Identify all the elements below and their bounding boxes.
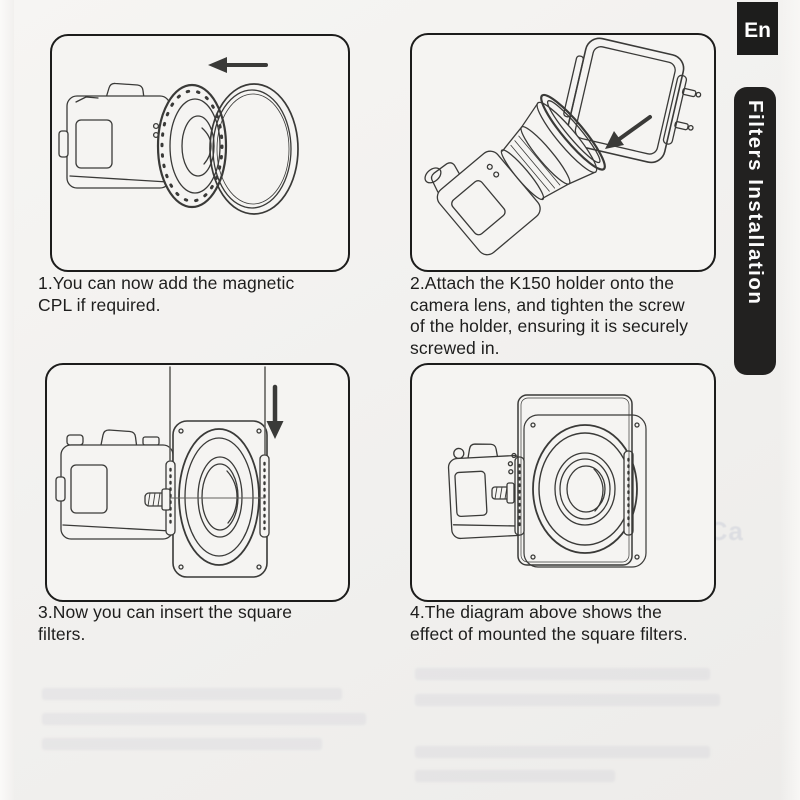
magnetic-cpl-ring xyxy=(209,83,299,215)
step3-illustration xyxy=(55,366,284,578)
step3-panel xyxy=(45,363,350,602)
arrow-down-left-icon xyxy=(605,115,652,149)
ghost-bleedthrough-line xyxy=(415,668,710,680)
square-filter-edges xyxy=(169,366,266,499)
step3-caption: 3.Now you can insert the square filters. xyxy=(38,602,293,644)
step4-caption: 4.The diagram above shows the effect of … xyxy=(410,602,688,644)
ghost-bleedthrough-line xyxy=(42,738,322,750)
filter-holder xyxy=(491,414,647,568)
ghost-bleedthrough-line xyxy=(415,694,720,706)
step2-illustration xyxy=(424,37,702,256)
section-tab-filters-installation: Filters Installation xyxy=(734,87,776,375)
camera xyxy=(424,93,606,256)
page-edge-shading-right xyxy=(780,0,800,800)
step4-illustration xyxy=(447,394,647,568)
arrow-left-icon xyxy=(208,57,268,73)
step1-illustration xyxy=(58,57,299,215)
page-edge-shading xyxy=(0,0,14,800)
language-badge: En xyxy=(737,2,778,55)
ghost-bleedthrough-line xyxy=(415,770,615,782)
ghost-bleedthrough-line xyxy=(42,688,342,700)
filter-holder xyxy=(144,420,270,578)
step1-caption: 1.You can now add the magnetic CPL if re… xyxy=(38,273,295,315)
ghost-bleedthrough-line xyxy=(42,713,366,725)
ghost-bleedthrough-line xyxy=(415,746,710,758)
camera xyxy=(58,82,171,189)
k150-holder-frame xyxy=(563,37,702,164)
step1-panel xyxy=(50,34,350,272)
step2-panel xyxy=(410,33,716,272)
adapter-ring xyxy=(156,83,228,209)
step2-caption: 2.Attach the K150 holder onto the camera… xyxy=(410,273,689,359)
arrow-down-icon xyxy=(266,384,284,439)
step4-panel xyxy=(410,363,716,602)
mounted-square-filter xyxy=(517,394,633,566)
